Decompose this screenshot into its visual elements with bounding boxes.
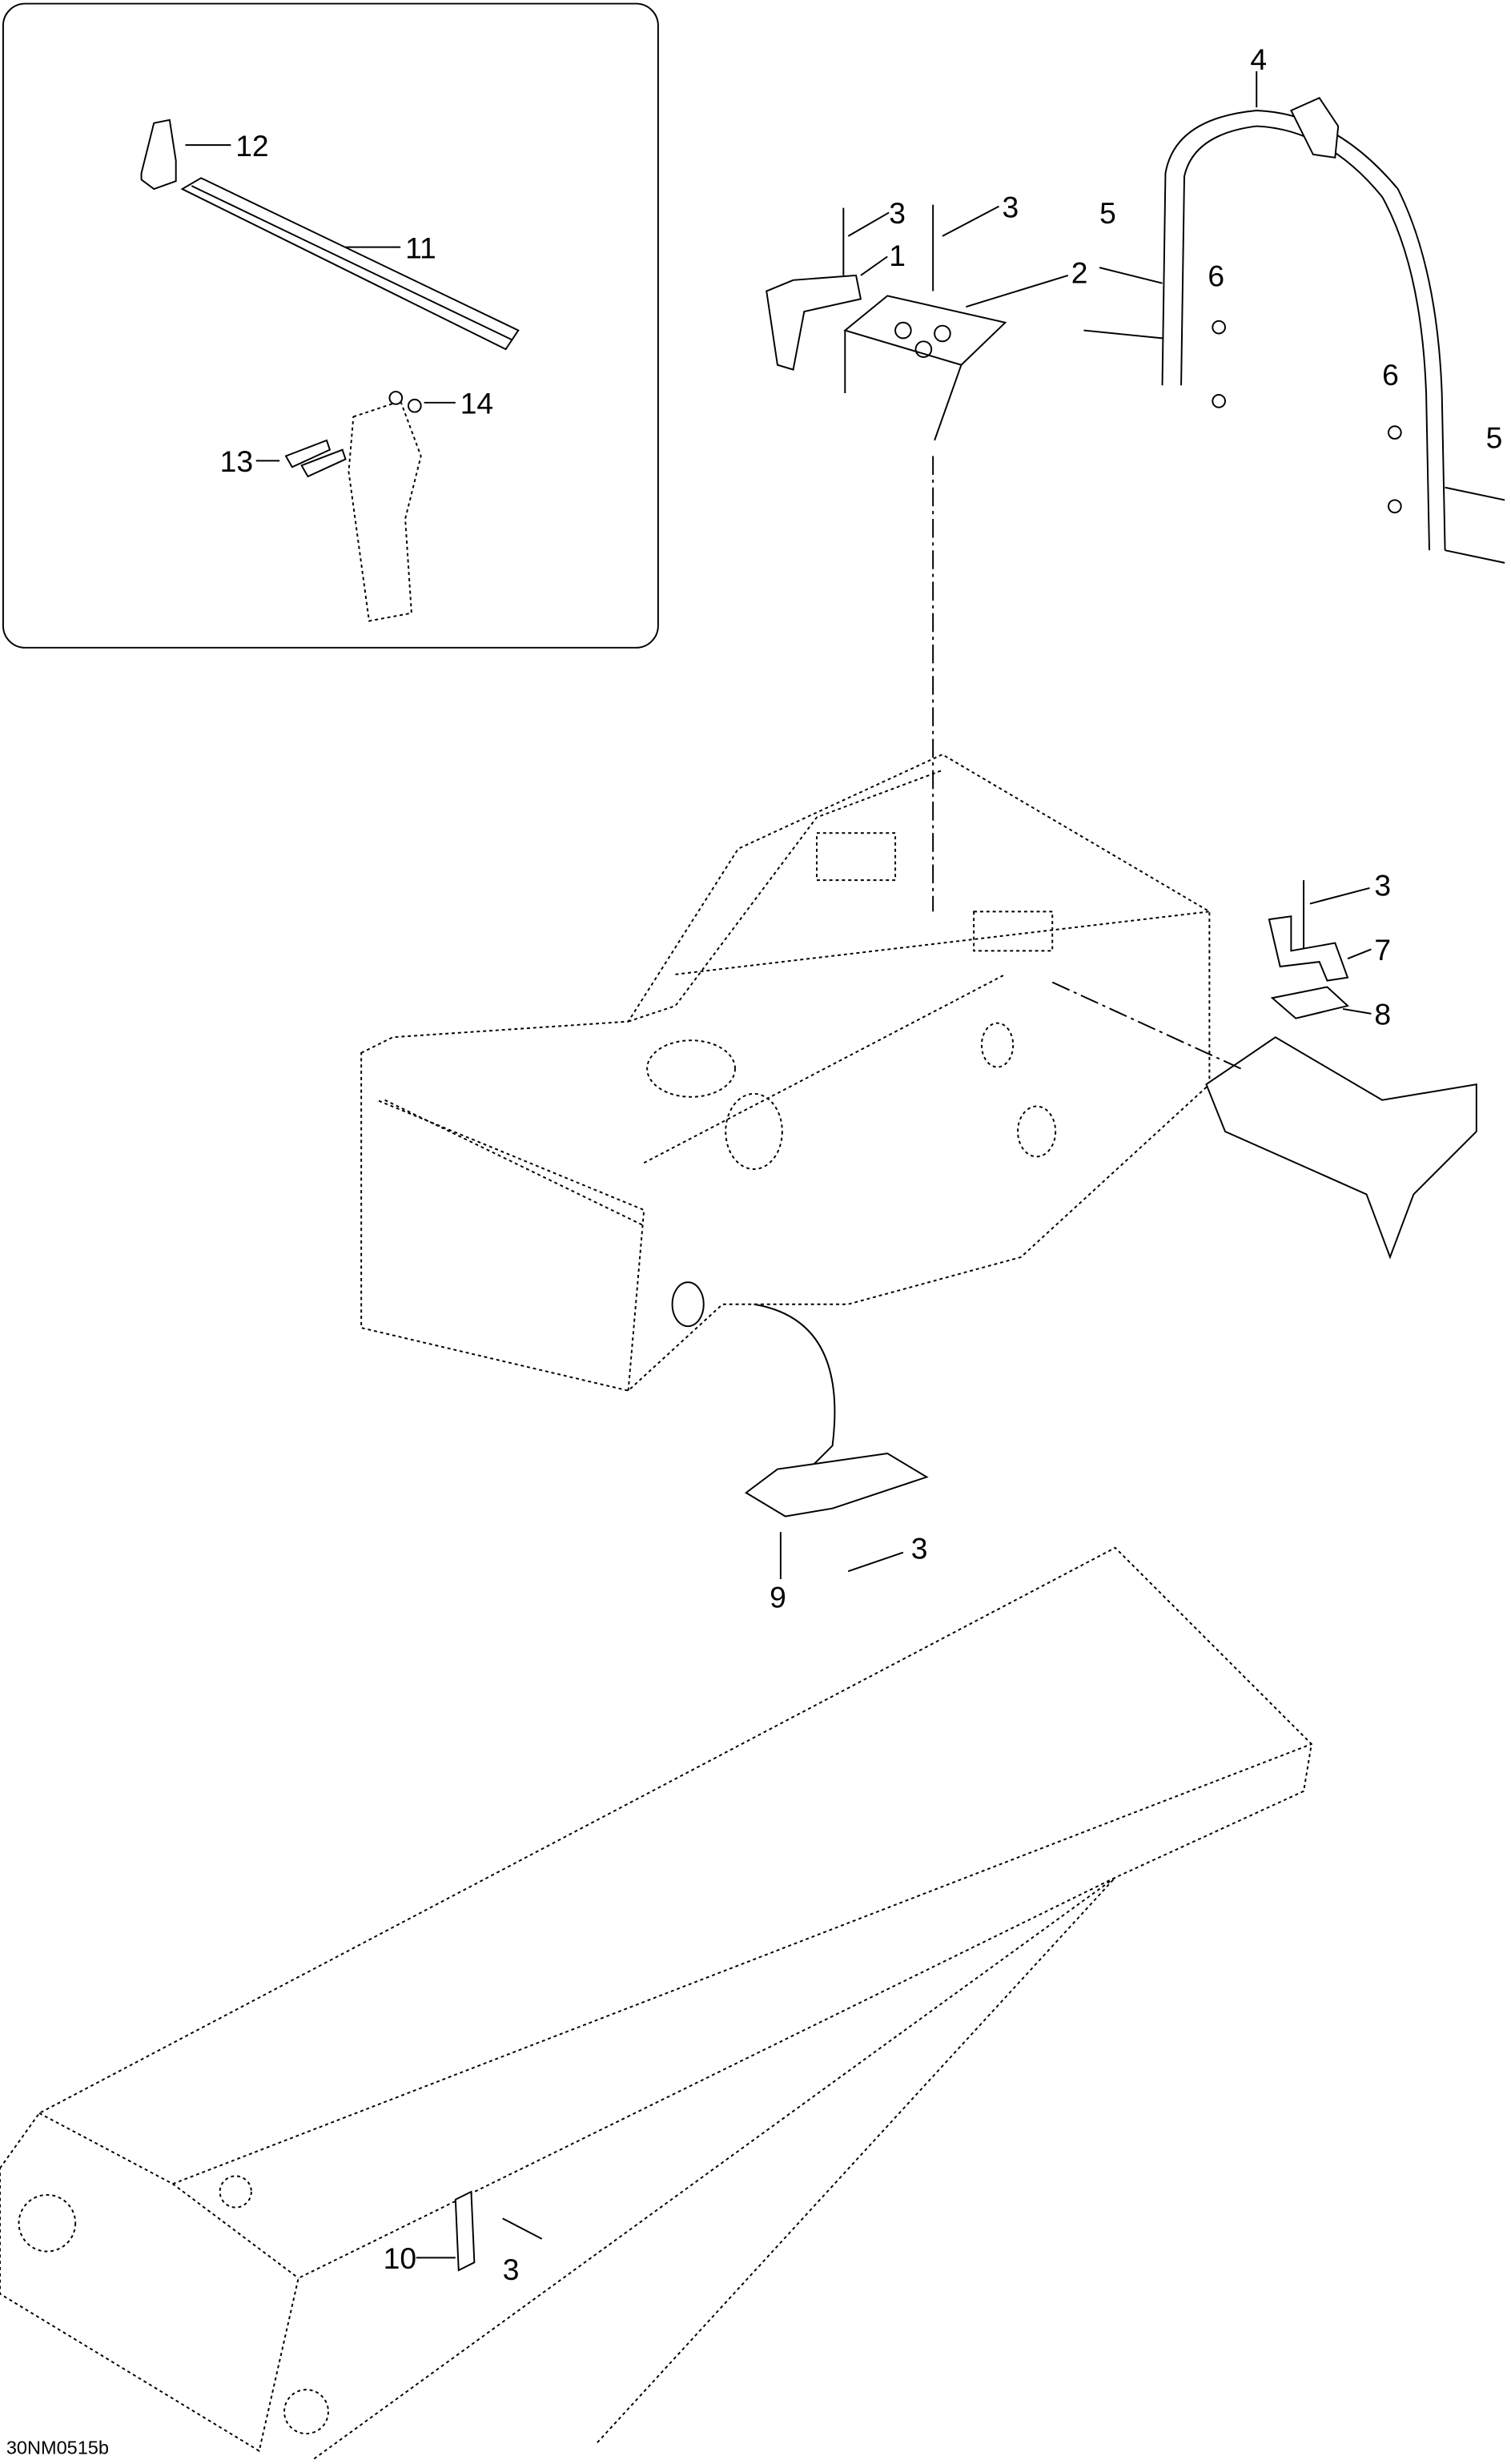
part-9-bracket: 9 3: [744, 1453, 929, 1614]
detail-inset: 12 11 14 13: [2, 2, 659, 649]
tunnel: 10 3: [0, 1546, 1312, 2460]
callout-9: 9: [770, 1580, 786, 1614]
callout-3: 3: [1374, 869, 1391, 902]
main-frame: [360, 754, 1211, 1493]
part-13-bolts: [284, 439, 347, 478]
callout-6: 6: [1382, 358, 1399, 392]
callout-3: 3: [911, 1532, 928, 1566]
part-10-clip: [454, 2190, 476, 2272]
suspension-arm: [348, 400, 422, 622]
part-4-hoop: 4 5 6 6 5: [1083, 42, 1505, 564]
callout-3: 3: [1002, 190, 1019, 223]
callout-5: 5: [1099, 196, 1116, 230]
callout-2: 2: [1071, 256, 1088, 290]
callout-3: 3: [503, 2253, 520, 2286]
callout-6: 6: [1208, 259, 1224, 293]
part-1-clip: [766, 274, 862, 371]
part-2-plate: [843, 295, 1007, 441]
callout-12: 12: [235, 129, 268, 163]
callout-13: 13: [220, 444, 253, 478]
callout-14: 14: [460, 387, 493, 420]
callout-3: 3: [889, 196, 906, 230]
callout-7: 7: [1374, 933, 1391, 967]
bracket-group-right: 3 7 8: [1051, 869, 1477, 1260]
part-8-plate: [1270, 986, 1350, 1019]
drawing-code: 30NM0515b: [6, 2438, 109, 2458]
part-12-block: [140, 119, 177, 191]
callout-4: 4: [1250, 42, 1267, 76]
callout-11: 11: [405, 231, 436, 264]
callout-10: 10: [384, 2241, 416, 2275]
callout-1: 1: [889, 239, 906, 272]
callout-5: 5: [1486, 421, 1503, 455]
callout-8: 8: [1374, 998, 1391, 1031]
footrest: [1205, 1036, 1477, 1260]
bracket-group-top: 3 3 1 2: [766, 190, 1088, 912]
part-7-clip: [1268, 915, 1349, 982]
part-11-channel: [180, 177, 520, 351]
